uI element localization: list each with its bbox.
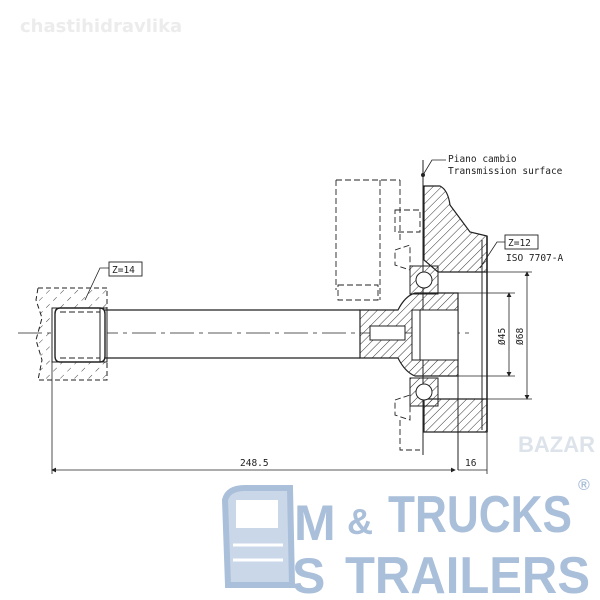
logo-ampersand: & xyxy=(347,501,373,542)
bazar-stamp: BAZAR xyxy=(518,432,595,457)
note-piano-cambio: Piano cambio xyxy=(448,154,517,165)
dim-flange-text: 16 xyxy=(465,458,477,469)
lower-bearing xyxy=(409,377,439,407)
z14-box xyxy=(108,261,143,277)
dim-d68-text: Ø68 xyxy=(515,328,526,345)
logo-word-trailers: TRAILERS xyxy=(345,547,590,600)
logo-letter-s: S xyxy=(292,548,325,600)
note-transmission-surface: Transmission surface xyxy=(448,166,563,177)
label-iso: ISO 7707-A xyxy=(506,253,563,264)
dim-d45-text: Ø45 xyxy=(497,328,508,345)
label-z12: Z=12 xyxy=(508,238,531,249)
watermark-text: chastihidravlika xyxy=(20,16,183,37)
logo-registered: ® xyxy=(578,477,590,494)
z12-box xyxy=(504,234,539,250)
truck-icon xyxy=(221,485,296,588)
logo-letter-m: M xyxy=(294,495,336,551)
flange xyxy=(423,185,488,273)
dim-length-text: 248.5 xyxy=(240,458,269,469)
logo-word-trucks: TRUCKS xyxy=(388,486,572,544)
label-z14: Z=14 xyxy=(112,265,135,276)
company-logo: M S TRUCKS & TRAILERS ® BAZAR xyxy=(221,432,595,600)
